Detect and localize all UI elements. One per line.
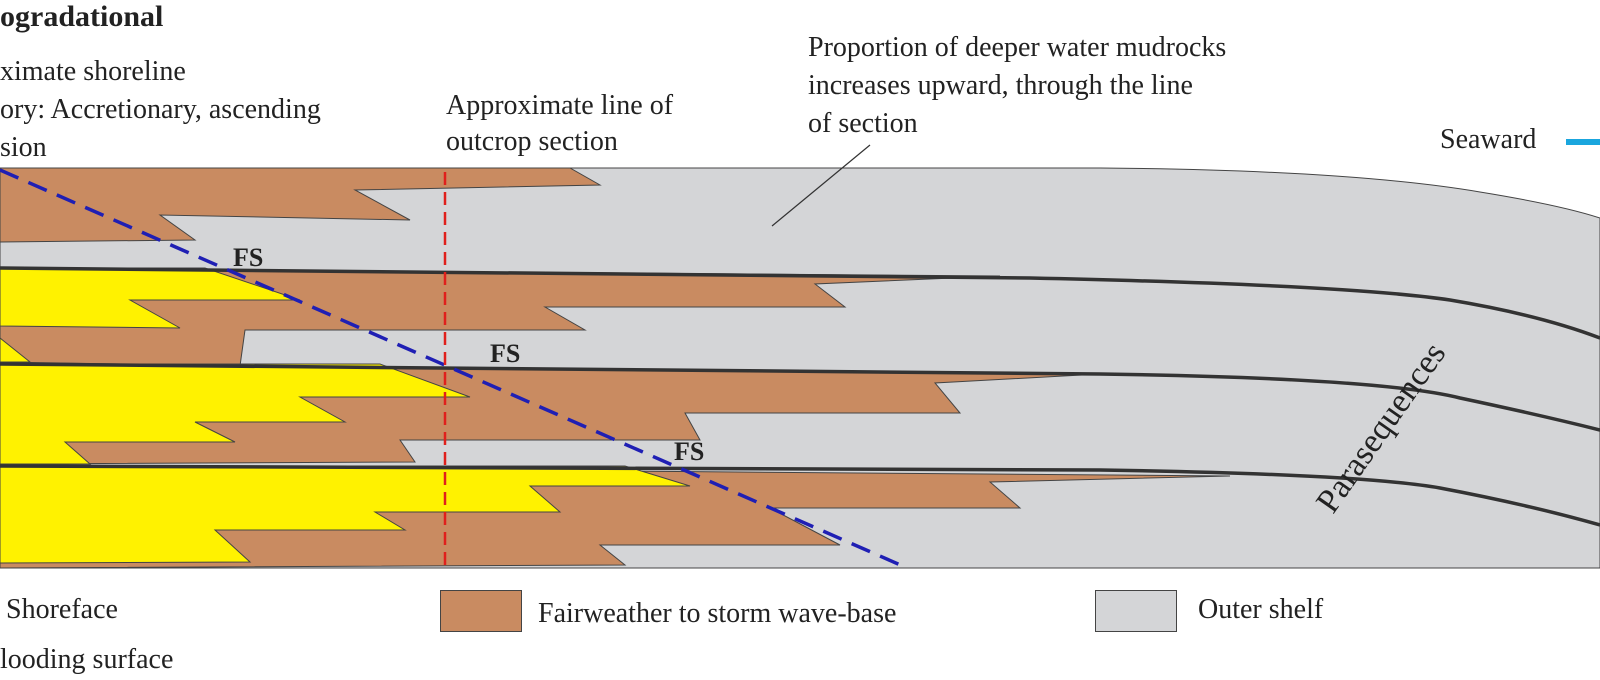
diagram-heading: ogradational (0, 0, 164, 33)
shoreface-tongue-1 (0, 267, 301, 363)
legend-outer-shelf-label: Outer shelf (1198, 594, 1324, 625)
fs-label-2: FS (490, 339, 520, 368)
transition-tongue-upper (0, 167, 602, 243)
shoreface-tongue-3 (0, 465, 691, 564)
legend-fairweather-label: Fairweather to storm wave-base (538, 598, 897, 629)
fs-label-3: FS (674, 437, 704, 466)
shoreface-tongue-2 (0, 363, 471, 465)
mudrock-leader-line (771, 144, 871, 227)
legend-fairweather-swatch (440, 590, 522, 632)
fs-label-1: FS (233, 243, 263, 272)
shoreline-note-line-2: ory: Accretionary, ascending (0, 94, 321, 125)
shoreline-note-line-3: sion (0, 132, 47, 163)
flooding-surface-top (0, 266, 1600, 340)
outcrop-note-line-2: outcrop section (446, 126, 618, 157)
legend-shoreface-label: Shoreface (6, 594, 118, 625)
mudrock-note-line-3: of section (808, 108, 918, 139)
outcrop-note-line-1: Approximate line of (446, 90, 674, 121)
mudrock-note-line-2: increases upward, through the line (808, 70, 1193, 101)
legend-outer-shelf-swatch (1095, 590, 1177, 632)
mudrock-note-line-1: Proportion of deeper water mudrocks (808, 32, 1227, 63)
legend-flooding-surface-label: looding surface (0, 644, 174, 675)
shoreline-note-line-1: ximate shoreline (0, 56, 186, 87)
flooding-surface-middle (0, 362, 1600, 432)
seaward-label: Seaward (1440, 124, 1537, 155)
shoreline-trajectory-line (0, 168, 906, 569)
flooding-surface-bottom (0, 464, 1600, 527)
